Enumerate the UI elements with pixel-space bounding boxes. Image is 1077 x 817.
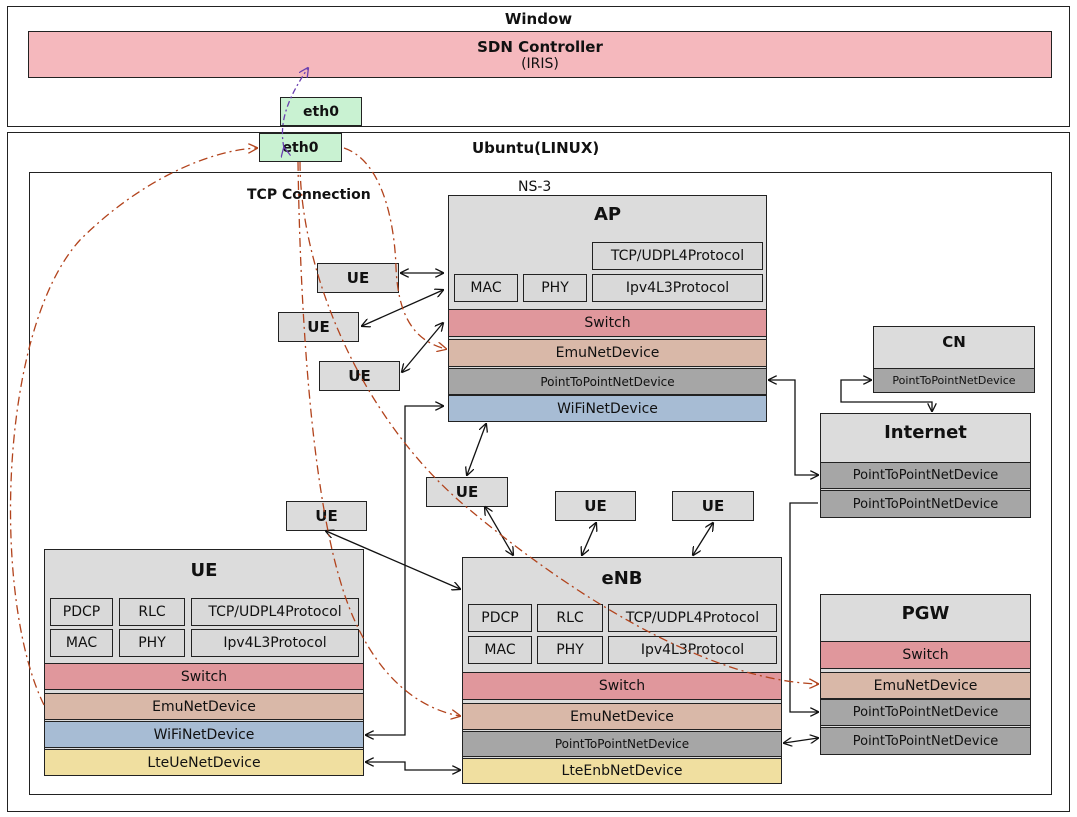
pgw-title: PGW (901, 603, 950, 624)
ap-emu-net-device: EmuNetDevice (448, 339, 767, 367)
ue-wifi-net-device: WiFiNetDevice (44, 721, 364, 748)
ubuntu-label: Ubuntu(LINUX) (472, 139, 600, 157)
internet-p2p-net-device-1: PointToPointNetDevice (820, 462, 1031, 489)
enb-mac: MAC (468, 636, 532, 664)
ue-box-7: UE (672, 491, 754, 521)
ue-tcp-udp-l4: TCP/UDPL4Protocol (191, 598, 359, 626)
ubuntu-eth0: eth0 (259, 133, 342, 162)
sdn-controller-subtitle: (IRIS) (521, 55, 559, 72)
ap-node: AP TCP/UDPL4Protocol MAC PHY Ipv4L3Proto… (448, 195, 767, 422)
enb-p2p-net-device: PointToPointNetDevice (462, 731, 782, 757)
enb-title: eNB (601, 568, 643, 589)
ue-switch: Switch (44, 663, 364, 690)
pgw-p2p-net-device-2: PointToPointNetDevice (820, 727, 1031, 755)
window-label: Window (504, 10, 573, 28)
ue-mac: MAC (50, 629, 113, 657)
ue-rlc: RLC (119, 598, 185, 626)
tcp-connection-label: TCP Connection (247, 187, 371, 203)
ue-ipv4-l3: Ipv4L3Protocol (191, 629, 359, 657)
ns3-label: NS-3 (518, 179, 552, 195)
ue-node: UE PDCP RLC TCP/UDPL4Protocol MAC PHY Ip… (44, 549, 364, 776)
enb-emu-net-device: EmuNetDevice (462, 703, 782, 730)
ue-box-1: UE (317, 263, 399, 293)
enb-phy: PHY (537, 636, 603, 664)
enb-tcp-udp-l4: TCP/UDPL4Protocol (608, 604, 777, 632)
enb-pdcp: PDCP (468, 604, 532, 632)
internet-node: Internet PointToPointNetDevice PointToPo… (820, 413, 1031, 518)
ap-tcp-udp-l4: TCP/UDPL4Protocol (592, 242, 763, 270)
sdn-controller-title: SDN Controller (477, 37, 603, 56)
enb-node: eNB PDCP RLC TCP/UDPL4Protocol MAC PHY I… (462, 557, 782, 784)
ue-phy: PHY (119, 629, 185, 657)
window-eth0: eth0 (280, 97, 362, 126)
ap-switch: Switch (448, 309, 767, 337)
ap-phy: PHY (523, 274, 587, 302)
ap-wifi-net-device: WiFiNetDevice (448, 395, 767, 422)
enb-rlc: RLC (537, 604, 603, 632)
ap-p2p-net-device: PointToPointNetDevice (448, 368, 767, 395)
pgw-p2p-net-device-1: PointToPointNetDevice (820, 699, 1031, 726)
ue-pdcp: PDCP (50, 598, 113, 626)
ap-mac: MAC (454, 274, 518, 302)
sdn-controller: SDN Controller (IRIS) (28, 31, 1052, 78)
pgw-switch: Switch (820, 641, 1031, 669)
ue-title: UE (190, 560, 218, 581)
ue-emu-net-device: EmuNetDevice (44, 693, 364, 720)
enb-lte-enb-net-device: LteEnbNetDevice (462, 758, 782, 784)
internet-p2p-net-device-2: PointToPointNetDevice (820, 490, 1031, 518)
ue-box-2: UE (278, 312, 359, 342)
ap-title: AP (593, 204, 622, 225)
cn-title: CN (942, 333, 966, 351)
ue-box-4: UE (426, 477, 508, 507)
pgw-emu-net-device: EmuNetDevice (820, 672, 1031, 699)
cn-p2p-net-device: PointToPointNetDevice (873, 368, 1035, 393)
enb-ipv4-l3: Ipv4L3Protocol (608, 636, 777, 664)
ap-ipv4-l3: Ipv4L3Protocol (592, 274, 763, 302)
ue-box-5: UE (286, 501, 367, 531)
internet-title: Internet (884, 422, 967, 443)
cn-node: CN PointToPointNetDevice (873, 326, 1035, 393)
ue-lte-ue-net-device: LteUeNetDevice (44, 749, 364, 776)
pgw-node: PGW Switch EmuNetDevice PointToPointNetD… (820, 594, 1031, 755)
enb-switch: Switch (462, 672, 782, 700)
ue-box-3: UE (319, 361, 400, 391)
ue-box-6: UE (555, 491, 636, 521)
